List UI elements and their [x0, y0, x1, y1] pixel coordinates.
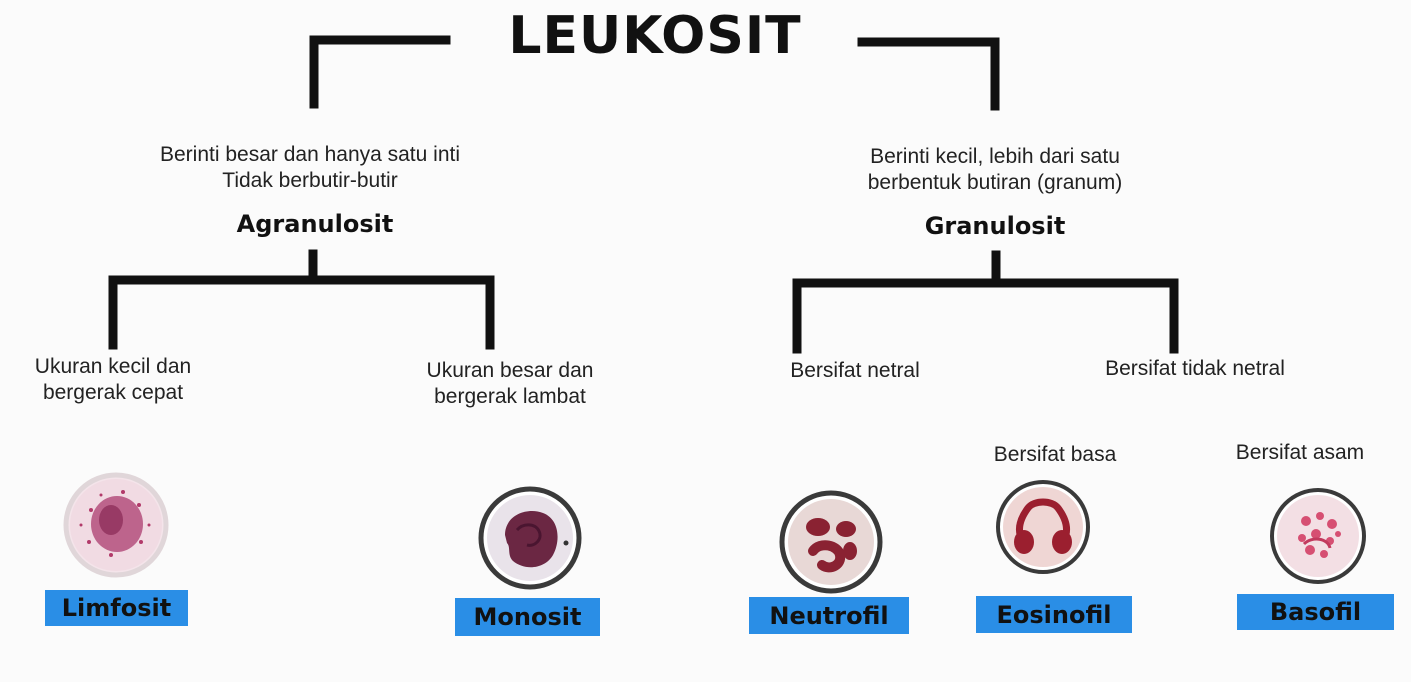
granulosit-heading: Granulosit [870, 212, 1120, 240]
monosit-cell-image [477, 485, 583, 591]
neutrofil-label: Neutrofil [749, 597, 909, 634]
eosinofil-cell-image [994, 478, 1092, 576]
connector-granulosit-split [797, 283, 1174, 349]
monosit-desc-1: Ukuran besar dan [400, 358, 620, 384]
basofil-desc: Bersifat asam [1205, 440, 1395, 466]
limfosit-desc-2: bergerak cepat [8, 380, 218, 406]
page-title: LEUKOSIT [440, 6, 870, 66]
neutral-desc: Bersifat netral [730, 358, 980, 384]
granulosit-desc-1: Berinti kecil, lebih dari satu [820, 144, 1170, 170]
connector-agranulosit-split [113, 280, 490, 345]
basofil-cell-image [1268, 486, 1368, 586]
connector-top-right [862, 42, 995, 106]
agranulosit-heading: Agranulosit [190, 210, 440, 238]
eosinofil-desc: Bersifat basa [960, 442, 1150, 468]
limfosit-label: Limfosit [45, 590, 188, 626]
limfosit-cell-image [61, 470, 171, 580]
granulosit-desc-2: berbentuk butiran (granum) [820, 170, 1170, 196]
not-neutral-desc: Bersifat tidak netral [1060, 356, 1330, 382]
agranulosit-desc-2: Tidak berbutir-butir [100, 168, 520, 194]
neutrofil-cell-image [778, 489, 884, 595]
monosit-desc-2: bergerak lambat [400, 384, 620, 410]
connector-top-left [314, 40, 446, 104]
monosit-label: Monosit [455, 598, 600, 636]
basofil-label: Basofil [1237, 594, 1394, 630]
eosinofil-label: Eosinofil [976, 596, 1132, 633]
limfosit-desc-1: Ukuran kecil dan [8, 354, 218, 380]
agranulosit-desc-1: Berinti besar dan hanya satu inti [100, 142, 520, 168]
